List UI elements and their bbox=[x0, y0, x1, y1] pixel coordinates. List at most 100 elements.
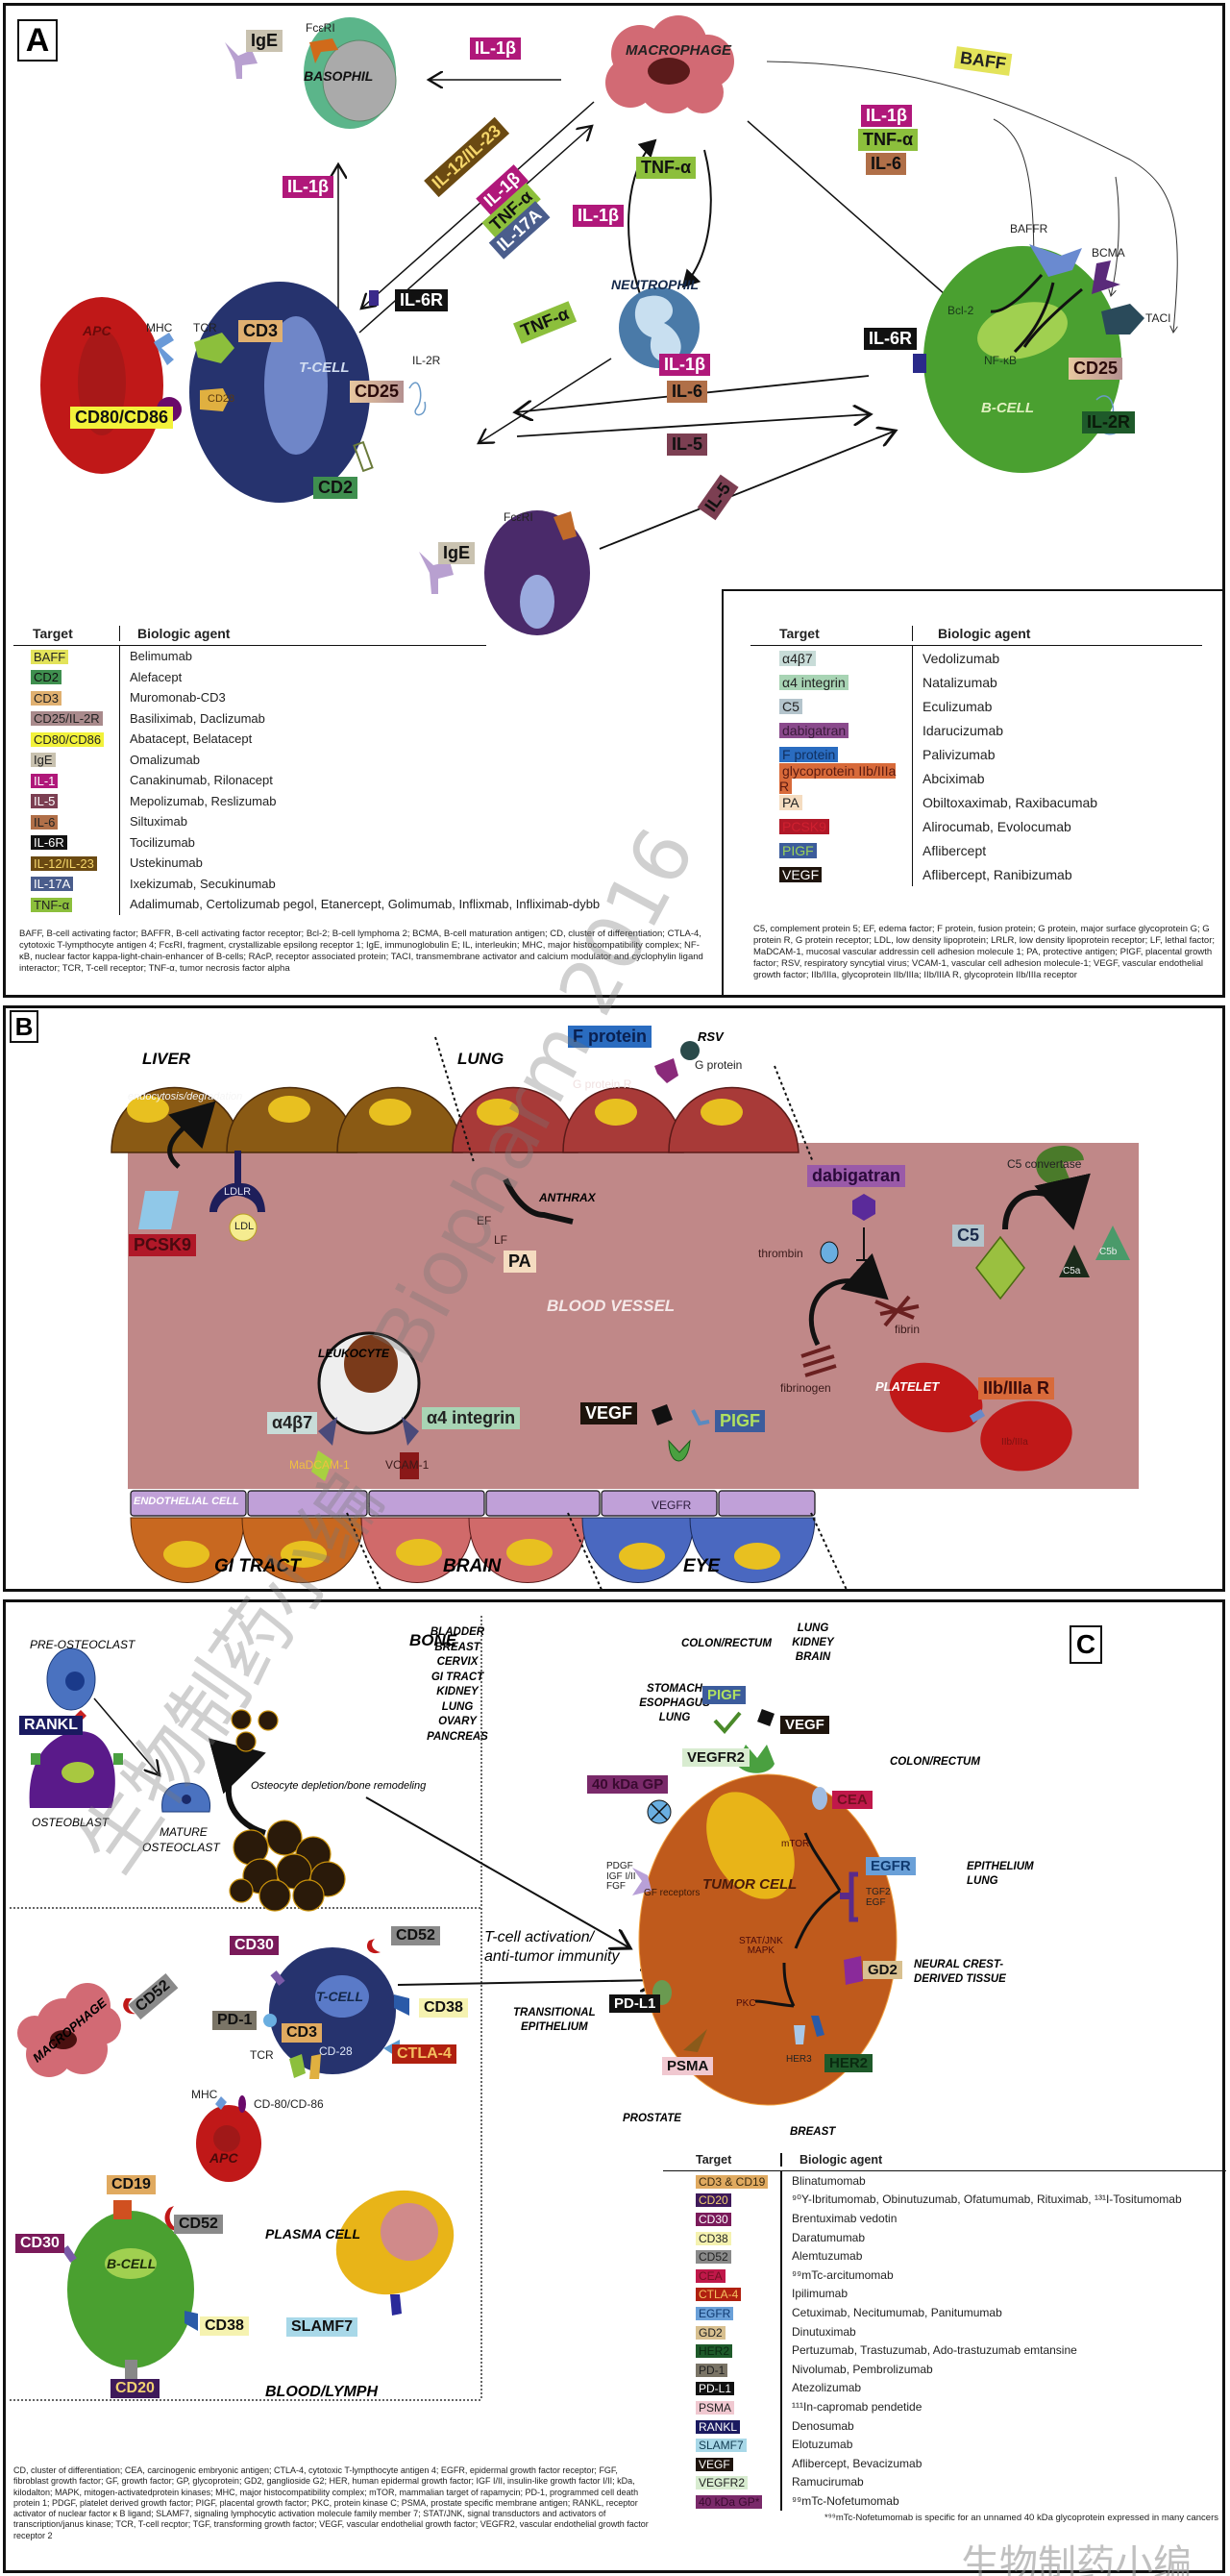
table-right-header-target: Target bbox=[779, 625, 820, 641]
table-c-header-target: Target bbox=[696, 2152, 732, 2167]
arrow-neutrophil-tcell bbox=[479, 358, 612, 443]
agent-cell: Belimumab bbox=[119, 646, 192, 667]
pathway-label: STAT/JNK bbox=[739, 1936, 783, 1946]
c5a-triangle bbox=[1059, 1245, 1090, 1277]
g-protein-r-icon bbox=[654, 1058, 678, 1083]
agent-cell: Aflibercept, Ranibizumab bbox=[912, 862, 1072, 886]
target-badge: CTLA-4 bbox=[696, 2288, 742, 2302]
platelet-label: PLATELET bbox=[875, 1379, 940, 1394]
divider-liver-lung bbox=[434, 1036, 475, 1163]
agent-cell: Abciximab bbox=[912, 766, 985, 790]
il1b-tcell-basophil-label: IL-1β bbox=[283, 176, 333, 198]
panel-a-table-right-box bbox=[722, 589, 1223, 998]
mature-osteoclast-label-2: OSTEOCLAST bbox=[142, 1841, 220, 1854]
cd3-c-label: CD3 bbox=[282, 2023, 323, 2043]
eye-label: EYE bbox=[683, 1556, 721, 1576]
arrow-eosinophil-bcell bbox=[599, 431, 896, 550]
brain-label: BRAIN bbox=[443, 1556, 502, 1576]
target-cell: CD3 & CD19 bbox=[663, 2173, 780, 2189]
tcell-activation-label-1: T-cell activation/ bbox=[484, 1929, 595, 1945]
vegf-c-label: VEGF bbox=[780, 1716, 829, 1735]
cd28-receptor bbox=[200, 388, 229, 411]
agent-cell: Atezolizumab bbox=[780, 2378, 861, 2398]
table-row: 40 kDa GP*⁹⁹mTc-Nofetumomab bbox=[663, 2491, 1226, 2511]
target-cell: PIGF bbox=[750, 842, 912, 858]
target-cell: PD-1 bbox=[663, 2362, 780, 2377]
fibrin-icon bbox=[874, 1295, 920, 1327]
arrow-baffr bbox=[993, 118, 1034, 270]
target-cell: IL-6R bbox=[13, 834, 119, 851]
agent-cell: Eculizumab bbox=[912, 694, 992, 718]
leukocyte-nucleus bbox=[344, 1335, 398, 1393]
agent-cell: ⁹⁹mTc-arcitumomab bbox=[780, 2265, 894, 2285]
macrophage-cell bbox=[605, 15, 734, 113]
gd2-label: GD2 bbox=[863, 1961, 902, 1980]
cd52-mac-receptor bbox=[123, 1998, 135, 2015]
c5-label: C5 bbox=[952, 1225, 985, 1247]
table-row: VEGF Aflibercept, Ranibizumab bbox=[750, 862, 1202, 886]
nfkb-label: NF-κB bbox=[984, 354, 1017, 367]
tnf-mac-bcell-label: TNF-α bbox=[858, 129, 919, 151]
il2r-tcell-label: IL-2R bbox=[412, 354, 441, 367]
il6-mac-bcell-label: IL-6 bbox=[866, 153, 907, 175]
il1b-label-top: IL-1β bbox=[470, 37, 521, 60]
target-badge: IL-6R bbox=[31, 835, 67, 851]
target-cell: RANKL bbox=[663, 2418, 780, 2434]
ldl-label: LDL bbox=[234, 1221, 255, 1232]
fibrin-label: fibrin bbox=[895, 1323, 921, 1336]
il2r-bcell-label: IL-2R bbox=[1082, 411, 1135, 433]
target-badge: VEGF bbox=[779, 866, 823, 882]
target-cell: PA bbox=[750, 794, 912, 810]
table-c-note: *⁹⁹mTc-Nofetumomab is specific for an un… bbox=[824, 2512, 1218, 2523]
target-badge: CD52 bbox=[696, 2250, 731, 2265]
eosinophil-nucleus bbox=[520, 575, 554, 629]
b-cell-label: B-CELL bbox=[981, 400, 1034, 416]
target-badge: glycoprotein IIb/IIIa R bbox=[779, 762, 897, 794]
madcam-ligand bbox=[311, 1450, 332, 1481]
agent-cell: ⁹⁹mTc-Nofetumomab bbox=[780, 2491, 899, 2511]
dabigatran-molecule bbox=[852, 1194, 875, 1221]
cea-receptor bbox=[812, 1787, 827, 1810]
f-protein-label: F protein bbox=[568, 1026, 652, 1048]
target-cell: glycoprotein IIb/IIIa R bbox=[750, 762, 912, 794]
b-cell-c bbox=[67, 2211, 194, 2368]
anthrax-label: ANTHRAX bbox=[539, 1191, 596, 1204]
agent-cell: Brentuximab vedotin bbox=[780, 2209, 897, 2228]
thrombin-label: thrombin bbox=[758, 1247, 803, 1260]
target-cell: SLAMF7 bbox=[663, 2437, 780, 2453]
mature-osteoclast-label-1: MATURE bbox=[160, 1825, 208, 1839]
arrow-bcma bbox=[1111, 176, 1119, 296]
ligand-label: IGF I/II bbox=[606, 1870, 636, 1882]
target-cell: GD2 bbox=[663, 2324, 780, 2340]
rsv-virus-icon bbox=[680, 1041, 700, 1060]
target-badge: CEA bbox=[696, 2268, 726, 2283]
tissue-label: LUNG bbox=[797, 1622, 829, 1634]
tcr-c-receptor bbox=[289, 2054, 306, 2078]
ldlr-receptor bbox=[209, 1151, 265, 1212]
taci-label: TACI bbox=[1145, 311, 1171, 325]
target-badge: α4β7 bbox=[779, 650, 816, 666]
pre-osteoclast-label: PRE-OSTEOCLAST bbox=[30, 1638, 135, 1651]
c5b-triangle bbox=[1095, 1226, 1130, 1260]
bone-remodeling-arrow bbox=[208, 1738, 266, 1836]
neutrophil-label: NEUTROPHIL bbox=[611, 277, 699, 292]
cd2-label: CD2 bbox=[313, 477, 358, 499]
target-cell: α4 integrin bbox=[750, 674, 912, 690]
cd30-b-receptor bbox=[62, 2245, 77, 2263]
rsv-label: RSV bbox=[698, 1029, 724, 1044]
vegfr2-label: VEGFR2 bbox=[682, 1748, 750, 1768]
target-badge: CD25/IL-2R bbox=[31, 711, 103, 727]
cd80-86-c-label: CD-80/CD-86 bbox=[254, 2097, 324, 2111]
osteoblast-nucleus bbox=[62, 1762, 94, 1783]
agent-cell: Omalizumab bbox=[119, 749, 200, 770]
